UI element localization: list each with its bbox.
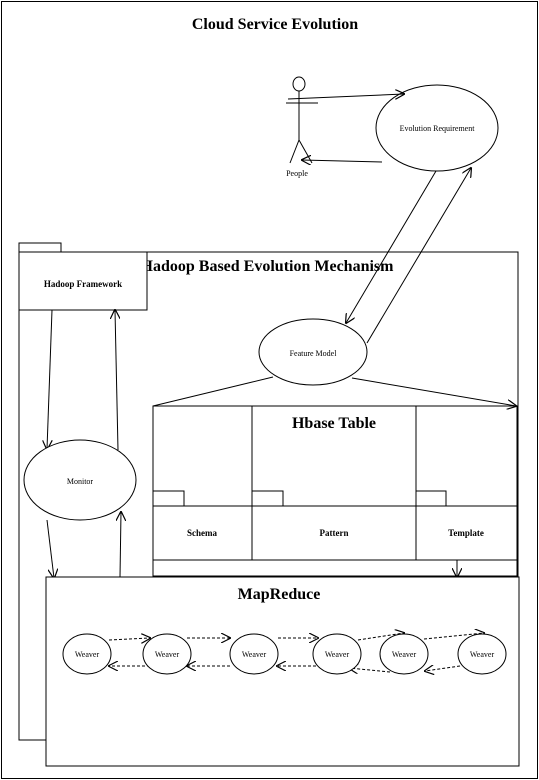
- arrow-requirement-to-people: [302, 160, 383, 162]
- arrow-feature-model-to-hbase-left: [152, 376, 274, 407]
- diagram-title: Cloud Service Evolution: [192, 16, 358, 33]
- weaver-node: [457, 633, 507, 675]
- arrow-feature-model-to-hbase-right: [351, 377, 516, 406]
- arrow-monitor-to-framework: [115, 310, 118, 451]
- arrow-framework-to-monitor: [47, 309, 53, 449]
- weaver-node: [229, 633, 279, 675]
- weaver-links: [109, 633, 484, 672]
- weaver-node: [142, 633, 192, 675]
- hadoop-mechanism-title: Hadoop Based Evolution Mechanism: [141, 258, 395, 275]
- arrow-mapreduce-to-monitor: [120, 512, 121, 578]
- feature-model-node: [258, 318, 368, 386]
- weaver-label: Weaver: [242, 650, 267, 659]
- arrow-monitor-to-mapreduce: [46, 519, 54, 578]
- hbase-title: Hbase Table: [292, 415, 376, 432]
- people-actor-icon: [286, 76, 318, 164]
- arrow-feature-model-to-requirement: [366, 168, 471, 344]
- hbase-table: [152, 405, 518, 577]
- people-label: People: [286, 169, 308, 178]
- hbase-column-template: Template: [448, 528, 484, 538]
- weaver-label: Weaver: [325, 650, 350, 659]
- weaver-group: Weaver Weaver Weaver Weaver Weaver Weaver: [62, 633, 507, 675]
- evolution-requirement-node: [375, 84, 499, 172]
- hadoop-framework-box: [18, 251, 148, 311]
- mapreduce-title: MapReduce: [238, 586, 321, 603]
- hbase-column-schema: Schema: [187, 528, 217, 538]
- arrow-requirement-to-feature-model: [346, 170, 437, 323]
- monitor-label: Monitor: [67, 477, 94, 486]
- arrow-people-to-requirement: [287, 94, 404, 100]
- weaver-label: Weaver: [75, 650, 100, 659]
- weaver-label: Weaver: [155, 650, 180, 659]
- weaver-node: [312, 633, 362, 675]
- hbase-column-pattern: Pattern: [320, 528, 349, 538]
- weaver-node: [379, 633, 429, 675]
- monitor-node: [23, 439, 137, 521]
- hadoop-framework-label: Hadoop Framework: [44, 279, 122, 289]
- weaver-label: Weaver: [470, 650, 495, 659]
- mapreduce-box: [45, 576, 520, 767]
- package-tab: [18, 242, 62, 253]
- weaver-node: [62, 633, 112, 675]
- evolution-requirement-label: Evolution Requirement: [400, 124, 476, 133]
- feature-model-label: Feature Model: [290, 349, 338, 358]
- weaver-label: Weaver: [392, 650, 417, 659]
